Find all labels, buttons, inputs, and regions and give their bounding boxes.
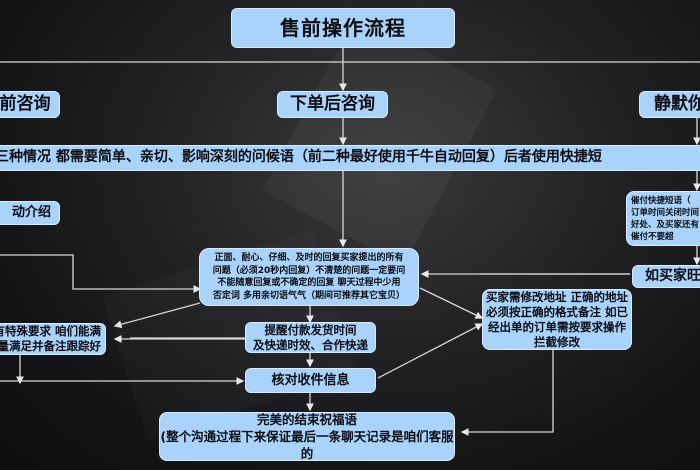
reply-guideline-line: 否定词 多用亲切语气气（期间可推荐其它宝贝）: [212, 290, 406, 301]
special-request-line: 量满足并备注跟踪好: [0, 339, 101, 353]
category-post-order-consult: 下单后咨询: [277, 91, 388, 118]
flow-title: 售前操作流程: [231, 8, 455, 48]
reply-guideline-line: 问题（必须20秒内回复）不清楚的问题一定要问: [212, 265, 406, 276]
urge-payment-line: 催付不要超: [631, 231, 674, 242]
special-request-line: 有特殊要求 咱们能满: [0, 324, 101, 338]
payment-reminder-box: 提醒付款发货时间 及快递时效、合作快递: [245, 322, 376, 353]
address-change-line: 买家需修改地址 正确的地址: [485, 289, 628, 304]
reply-guideline-line: 正面、耐心、仔细、及时的回复买家提出的所有: [214, 253, 404, 263]
greeting-guideline-banner: 三种情况 都需要简单、亲切、影响深刻的问候语（前二种最好使用千牛自动回复）后者使…: [0, 145, 700, 171]
reply-guidelines-box: 正面、耐心、仔细、及时的回复买家提出的所有 问题（必须20秒内回复）不清楚的问题…: [199, 248, 419, 306]
buyer-wangwang-box: 如买家旺: [632, 265, 700, 288]
category-silent: 静默你: [639, 91, 700, 118]
urge-payment-line: 好处、及买家还有: [631, 219, 700, 230]
address-change-box: 买家需修改地址 正确的地址 必须按正确的格式备注 如已 经出单的订单需按要求操作…: [482, 289, 632, 350]
reply-guideline-line: 不能随意回复或不确定的回复 聊天过程中少用: [217, 278, 401, 288]
address-change-line: 经出单的订单需按要求操作: [488, 319, 626, 334]
closing-line: 完美的结束祝福语: [256, 412, 357, 427]
urge-payment-line: 催付快捷短语（: [631, 195, 691, 206]
verify-recipient-info-box: 核对收件信息: [245, 368, 376, 393]
closing-blessing-box: 完美的结束祝福语 (整个沟通过程下来保证最后一条聊天记录是咱们客服的: [159, 412, 455, 461]
category-pre-consult: 前咨询: [0, 91, 60, 118]
closing-line: (整个沟通过程下来保证最后一条聊天记录是咱们客服的: [160, 429, 454, 461]
address-change-line: 必须按正确的格式备注 如已: [485, 304, 628, 319]
urge-payment-box: 催付快捷短语（ 订单时间关闭时间 好处、及买家还有 催付不要超: [626, 191, 700, 246]
special-request-box: 有特殊要求 咱们能满 量满足并备注跟踪好: [0, 323, 106, 355]
address-change-line: 拦截修改: [534, 334, 580, 349]
product-intro-box: 动介绍: [0, 201, 60, 225]
urge-payment-line: 订单时间关闭时间: [631, 207, 700, 218]
payment-reminder-line: 提醒付款发货时间: [264, 322, 357, 337]
payment-reminder-line: 及快递时效、合作快递: [253, 337, 368, 352]
background-shard: [262, 14, 498, 266]
